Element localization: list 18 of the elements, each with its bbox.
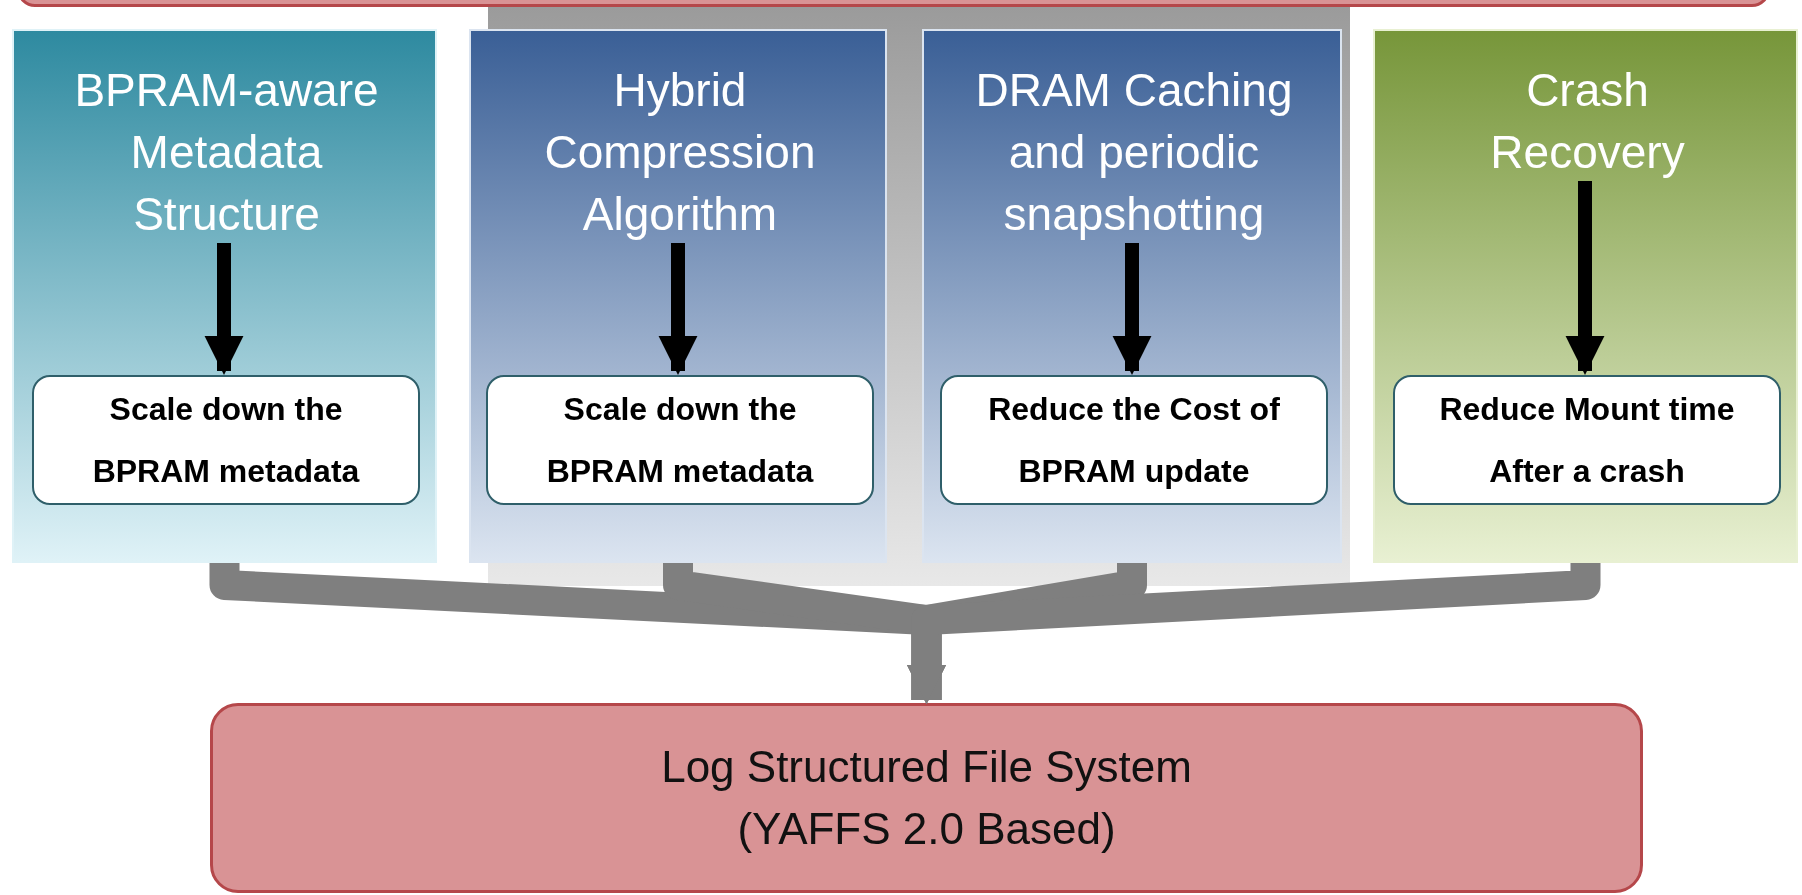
- result-box: Reduce the Cost of BPRAM update: [940, 375, 1328, 505]
- arrow: [658, 243, 698, 375]
- category-panel: [469, 29, 887, 563]
- arrow: [1112, 243, 1152, 375]
- panel-title: Crash Recovery: [1445, 59, 1730, 183]
- arrow: [204, 243, 244, 375]
- result-box: Reduce Mount time After a crash: [1393, 375, 1781, 505]
- category-panel: [12, 29, 437, 563]
- panel-title: DRAM Caching and periodic snapshotting: [954, 59, 1314, 245]
- arrow: [1565, 181, 1605, 375]
- category-panel: [922, 29, 1342, 563]
- result-box: Scale down the BPRAM metadata: [32, 375, 420, 505]
- merge-arrow: [907, 563, 1601, 704]
- panel-title: Hybrid Compression Algorithm: [501, 59, 859, 245]
- result-box: Scale down the BPRAM metadata: [486, 375, 874, 505]
- category-panel: [1373, 29, 1798, 563]
- base-layer-box: Log Structured File System (YAFFS 2.0 Based): [210, 703, 1643, 893]
- panel-title: BPRAM-aware Metadata Structure: [44, 59, 409, 245]
